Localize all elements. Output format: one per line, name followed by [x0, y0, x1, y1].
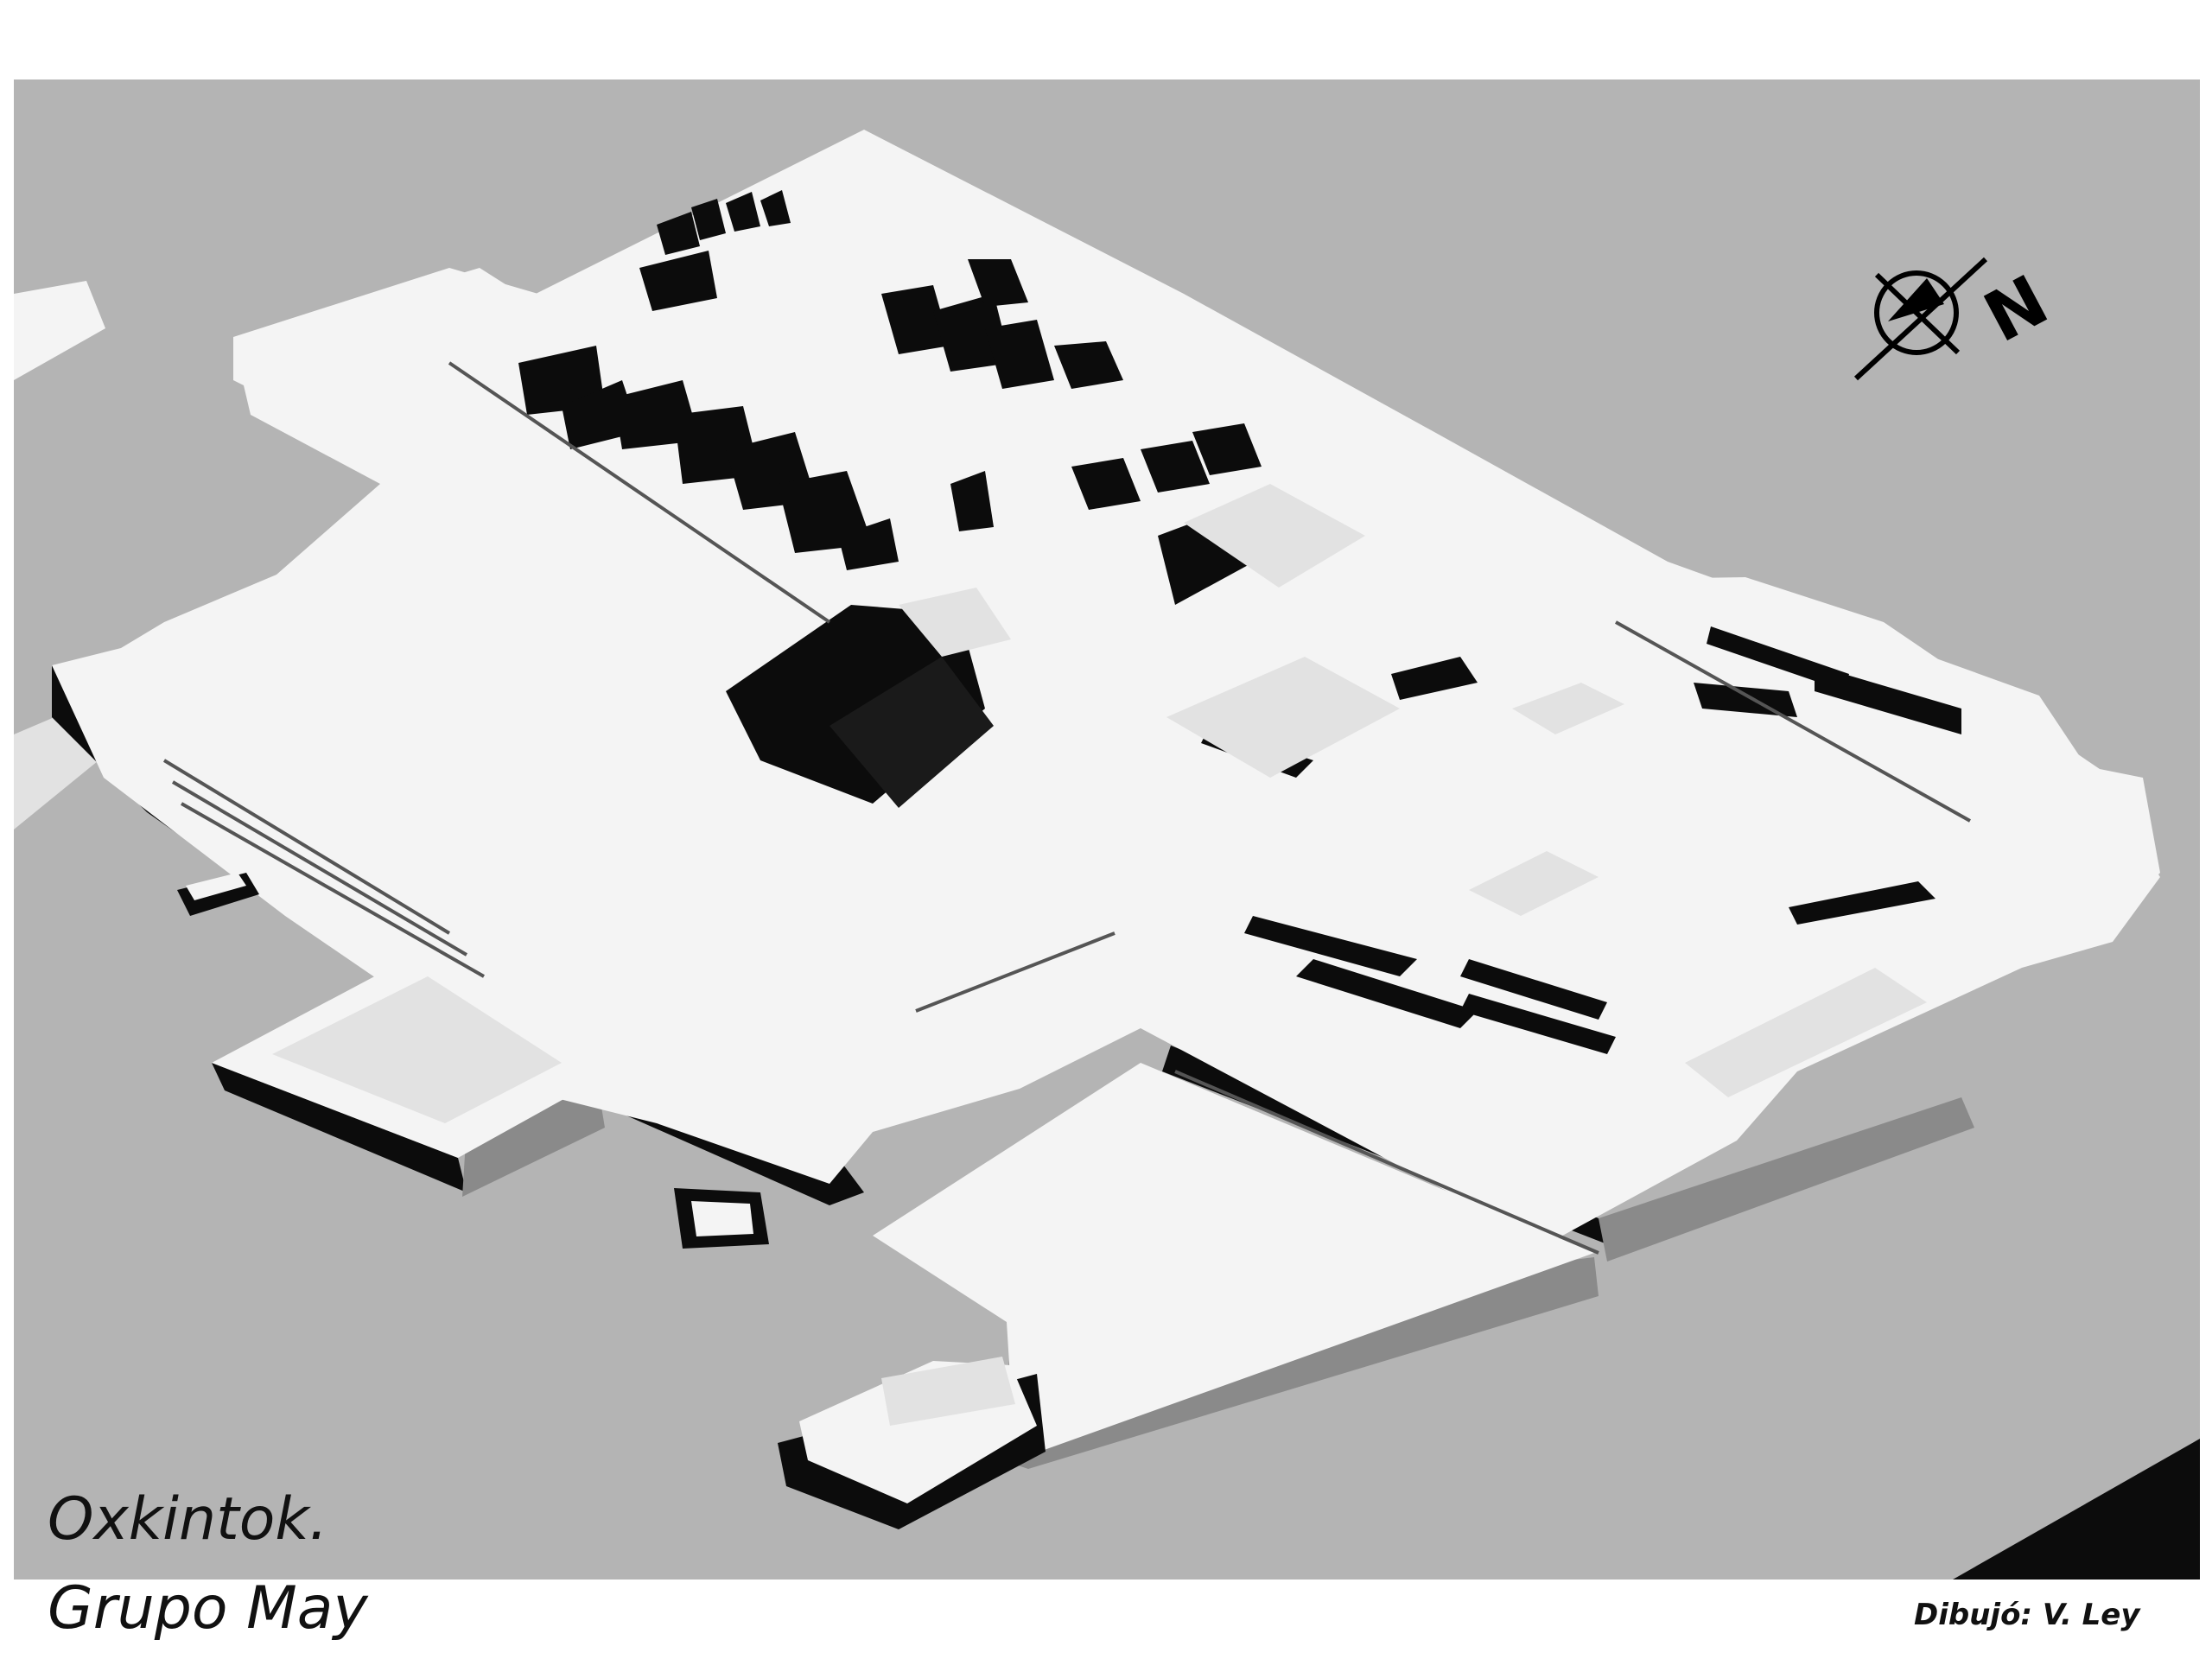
platform-edge-lines	[162, 361, 1971, 1255]
southeast-plaza-shadow	[1002, 1257, 1599, 1469]
central-pyramid-face	[830, 657, 994, 808]
small-west-structure-top	[186, 873, 246, 900]
east-wing-platform	[1637, 577, 2160, 942]
east-tiered-building	[1184, 484, 1365, 588]
south-court-shadow	[212, 1063, 467, 1192]
south-court-side	[462, 1076, 605, 1197]
east-court-b	[1469, 851, 1599, 916]
corner-shadow	[1953, 1439, 2200, 1580]
title-site-name: Oxkintok.	[48, 1485, 328, 1554]
south-sunken-court-floor	[272, 976, 562, 1123]
southeast-court	[1685, 968, 1927, 1097]
central-pyramid-top	[899, 588, 1011, 657]
north-building-cluster	[518, 190, 1262, 570]
left-strip-platform	[14, 281, 105, 380]
northwest-annex	[233, 268, 553, 406]
compass-north-icon	[1853, 257, 1988, 381]
east-edge-step	[1599, 1097, 1974, 1262]
southeast-plaza	[873, 1063, 1594, 1460]
south-temple-top	[881, 1357, 1015, 1426]
title-group-name: Grupo May	[48, 1574, 368, 1643]
small-square-structure-inner	[691, 1201, 753, 1236]
east-court-c	[1512, 683, 1624, 734]
drawing-credit: Dibujó: V. Ley	[1914, 1598, 2140, 1632]
east-court-a	[1166, 657, 1400, 778]
